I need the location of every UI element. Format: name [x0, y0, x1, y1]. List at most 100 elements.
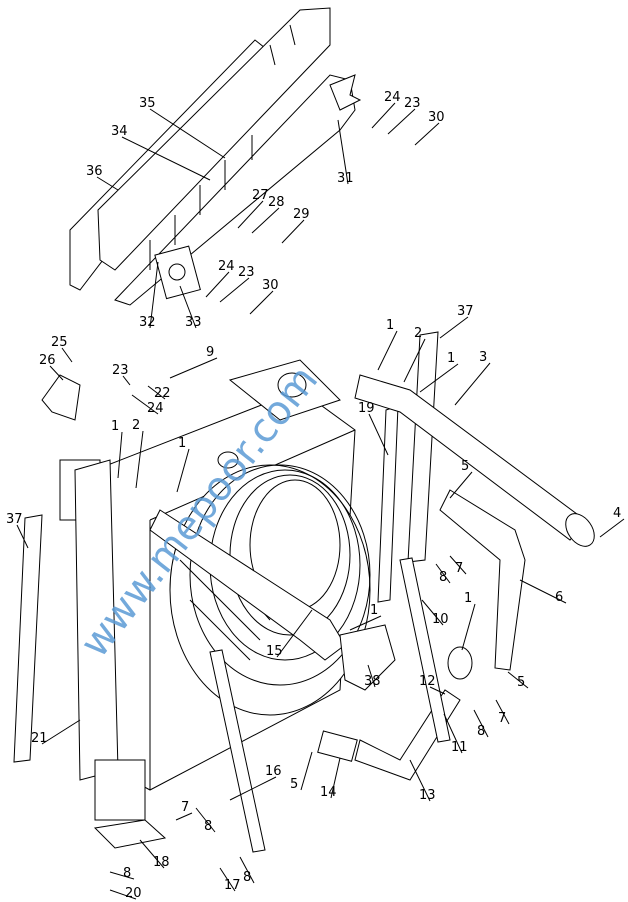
leader-line	[219, 867, 236, 892]
leader-line	[449, 555, 467, 575]
leader-line	[121, 136, 211, 181]
leader-line	[276, 609, 313, 658]
part-number-label: 13	[419, 788, 436, 803]
leader-line	[251, 207, 280, 234]
seal-strip-right	[407, 331, 439, 563]
part-number-label: 37	[457, 304, 474, 319]
part-number-label: 24	[218, 259, 235, 274]
leader-line	[461, 603, 476, 651]
part-number-label: 11	[451, 740, 468, 755]
leader-line	[61, 347, 73, 363]
part-number-label: 23	[238, 265, 255, 280]
leader-line	[96, 176, 119, 191]
part-number-label: 38	[364, 674, 381, 689]
part-number-label: 1	[370, 603, 378, 618]
part-number-label: 12	[419, 674, 436, 689]
part-number-label: 25	[51, 335, 68, 350]
leader-line	[421, 599, 444, 626]
leader-line	[149, 108, 226, 159]
leader-line	[443, 713, 463, 754]
part-number-label: 7	[498, 711, 506, 726]
part-number-label: 30	[428, 110, 445, 125]
part-number-label: 8	[204, 819, 212, 834]
part-number-label: 26	[39, 353, 56, 368]
part-number-label: 1	[386, 318, 394, 333]
part-number-label: 32	[139, 315, 156, 330]
stay-rod-16	[209, 649, 266, 853]
leader-line	[519, 579, 567, 604]
leader-line	[507, 671, 529, 689]
leader-line	[349, 615, 382, 631]
part-number-label: 5	[290, 777, 298, 792]
part-number-label: 14	[320, 785, 337, 800]
leader-line	[454, 362, 491, 406]
leader-line	[403, 338, 426, 383]
part-number-label: 9	[206, 345, 214, 360]
part-number-label: 28	[268, 195, 285, 210]
leader-line	[449, 471, 473, 499]
leader-line	[330, 757, 341, 799]
part-number-label: 4	[613, 506, 621, 521]
leader-line	[149, 261, 159, 329]
leader-line	[41, 719, 81, 745]
leader-line	[371, 102, 396, 129]
leader-line	[147, 385, 166, 400]
leader-line	[337, 119, 349, 185]
leader-line	[109, 871, 135, 880]
part-number-label: 1	[464, 591, 472, 606]
leader-line	[131, 394, 159, 415]
part-number-label: 8	[439, 570, 447, 585]
part-number-label: 33	[185, 315, 202, 330]
leader-line	[229, 776, 277, 801]
part-number-label: 17	[224, 878, 241, 893]
part-number-label: 3	[479, 350, 487, 365]
part-number-label: 31	[337, 171, 354, 186]
leader-line	[249, 290, 274, 315]
leader-line	[473, 709, 489, 738]
part-number-label: 23	[112, 363, 129, 378]
leader-line	[179, 285, 197, 329]
seal-strip-left	[13, 514, 43, 763]
part-number-label: 34	[111, 124, 128, 139]
leader-line	[435, 563, 451, 584]
part-number-label: 5	[461, 459, 469, 474]
leader-line	[169, 357, 218, 379]
part-number-label: 24	[147, 401, 164, 416]
leader-line	[205, 271, 230, 298]
part-number-label: 2	[132, 418, 140, 433]
part-number-label: 19	[358, 401, 375, 416]
leader-line	[237, 200, 264, 229]
leader-line	[49, 365, 64, 381]
part-number-label: 1	[111, 419, 119, 434]
part-number-label: 10	[432, 612, 449, 627]
leader-line	[175, 812, 193, 821]
leader-line	[281, 219, 305, 244]
part-number-label: 8	[477, 724, 485, 739]
leader-line	[419, 363, 459, 393]
part-number-label: 30	[262, 278, 279, 293]
leader-line	[367, 664, 376, 688]
part-number-label: 5	[517, 675, 525, 690]
part-number-label: 2	[414, 326, 422, 341]
leader-line	[139, 839, 165, 869]
part-number-label: 21	[31, 731, 48, 746]
leader-line	[195, 807, 216, 833]
leader-line	[429, 686, 446, 695]
part-number-label: 7	[181, 800, 189, 815]
part-number-label: 23	[404, 96, 421, 111]
part-number-label: 8	[243, 870, 251, 885]
part-number-label: 22	[154, 386, 171, 401]
expansion-tank	[41, 374, 81, 421]
leader-line	[239, 856, 255, 884]
part-number-label: 36	[86, 164, 103, 179]
leader-line	[109, 889, 137, 900]
part-number-label: 16	[265, 764, 282, 779]
leader-line	[495, 699, 510, 725]
leader-line	[16, 524, 29, 549]
support-leg	[94, 759, 146, 821]
part-number-label: 15	[266, 644, 283, 659]
leader-line	[387, 108, 416, 135]
